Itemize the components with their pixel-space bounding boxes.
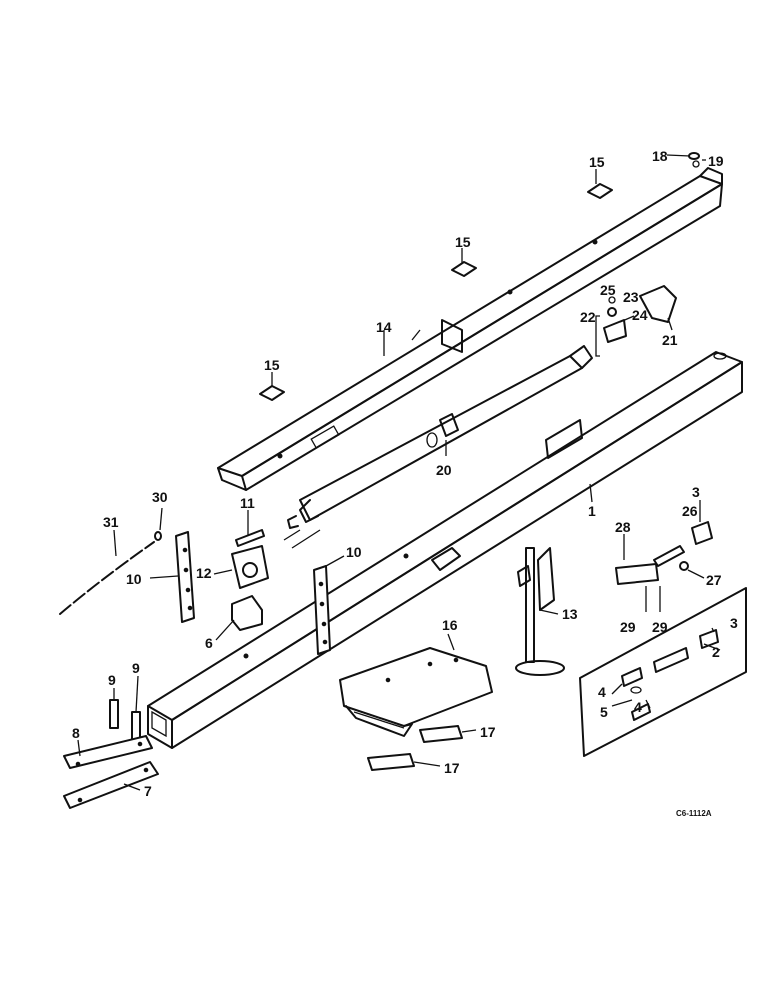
callout-7: 7 — [144, 783, 152, 799]
callout-9-right: 9 — [132, 660, 140, 676]
callout-29-right: 29 — [652, 619, 668, 635]
callout-labels: 15 15 15 18 19 14 25 23 22 24 21 20 1 3 … — [72, 148, 738, 818]
callout-3-inset: 3 — [730, 615, 738, 631]
drive-shaft — [283, 345, 593, 549]
callout-28: 28 — [615, 519, 631, 535]
callout-17-upper: 17 — [480, 724, 496, 740]
callout-10-right: 10 — [346, 544, 362, 560]
callout-5: 5 — [600, 704, 608, 720]
callout-1: 1 — [588, 503, 596, 519]
tube-frame — [147, 351, 743, 749]
callout-11: 11 — [240, 495, 255, 511]
upper-channel-beam — [217, 167, 723, 491]
leader-lines — [77, 154, 721, 791]
callout-16: 16 — [442, 617, 458, 633]
callout-26: 26 — [682, 503, 698, 519]
callout-13: 13 — [562, 606, 578, 622]
callout-10-left: 10 — [126, 571, 142, 587]
callout-2: 2 — [712, 644, 720, 660]
callout-31: 31 — [103, 514, 119, 530]
callout-8: 8 — [72, 725, 80, 741]
drawing-reference: C6-1112A — [676, 809, 712, 818]
callout-25: 25 — [600, 282, 616, 298]
callout-3-top: 3 — [692, 484, 700, 500]
callout-4-right: 4 — [634, 699, 642, 715]
callout-29-left: 29 — [620, 619, 636, 635]
callout-30: 30 — [152, 489, 168, 505]
callout-6: 6 — [205, 635, 213, 651]
callout-22: 22 — [580, 309, 596, 325]
callout-18: 18 — [652, 148, 668, 164]
callout-12: 12 — [196, 565, 212, 581]
callout-20: 20 — [436, 462, 452, 478]
callout-23: 23 — [623, 289, 639, 305]
callout-9-left: 9 — [108, 672, 116, 688]
callout-17-lower: 17 — [444, 760, 460, 776]
callout-15-mid: 15 — [455, 234, 471, 250]
callout-21: 21 — [662, 332, 678, 348]
callout-4-left: 4 — [598, 684, 606, 700]
hardware-parts — [59, 152, 747, 809]
callout-24: 24 — [632, 307, 648, 323]
callout-14: 14 — [376, 319, 392, 335]
callout-19: 19 — [708, 153, 724, 169]
callout-15-left: 15 — [264, 357, 280, 373]
callout-15-top: 15 — [589, 154, 605, 170]
callout-27: 27 — [706, 572, 722, 588]
